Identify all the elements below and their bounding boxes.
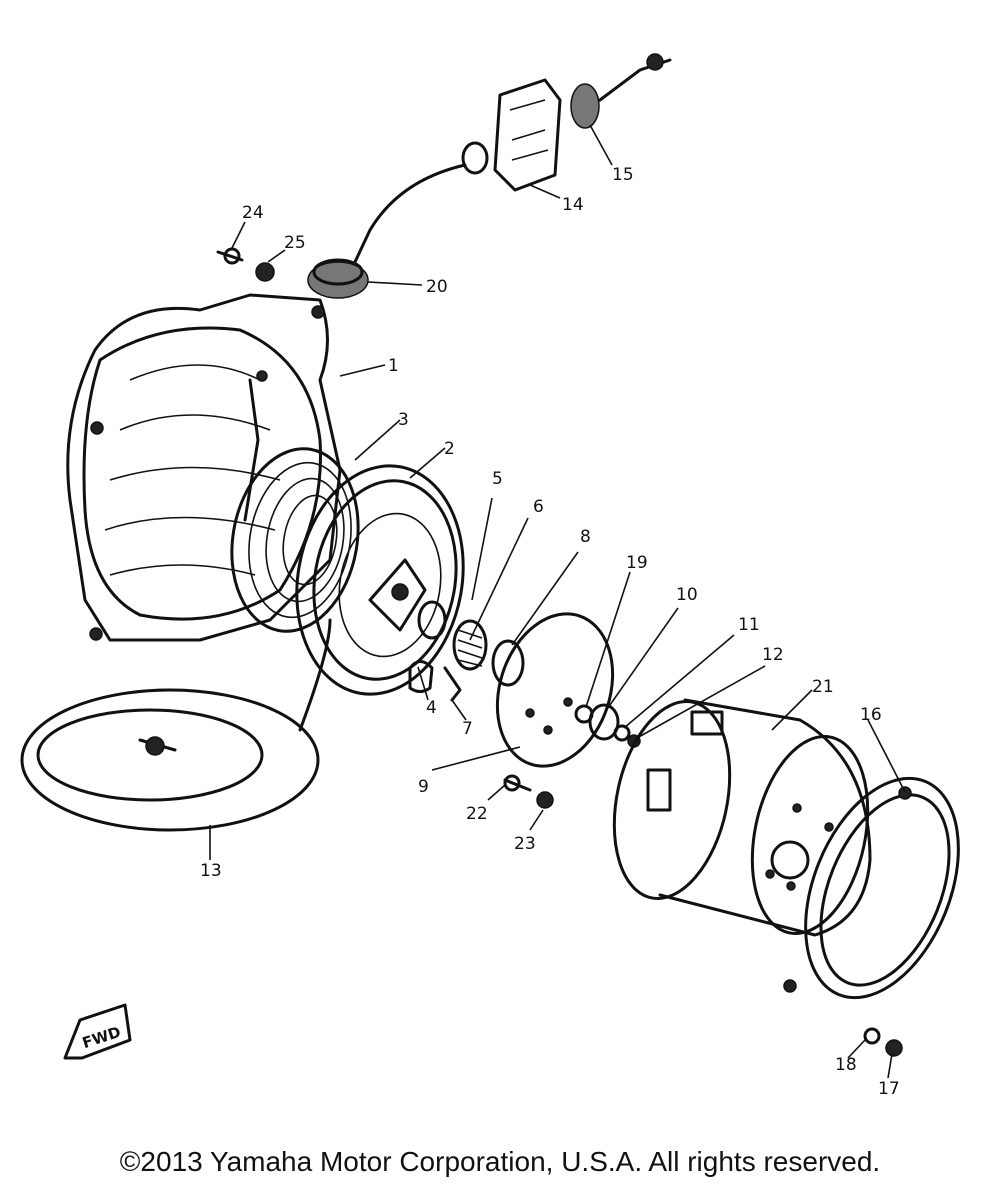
callout-16: 16 bbox=[860, 705, 882, 725]
parts-diagram: FWD 1 2 3 4 5 6 7 8 bbox=[20, 53, 960, 1099]
cable-end-part bbox=[570, 53, 672, 129]
callout-9: 9 bbox=[418, 777, 429, 797]
washer-nut-17-18 bbox=[863, 1027, 903, 1057]
callout-7: 7 bbox=[462, 719, 473, 739]
callout-1: 1 bbox=[388, 356, 399, 376]
callout-15: 15 bbox=[612, 165, 634, 185]
bolt-nut-22-23 bbox=[503, 774, 554, 809]
callout-17: 17 bbox=[878, 1079, 900, 1099]
callout-13: 13 bbox=[200, 861, 222, 881]
clip-ring-8-part bbox=[491, 639, 525, 687]
callout-22: 22 bbox=[466, 804, 488, 824]
callout-labels: 1 2 3 4 5 6 7 8 9 10 11 12 13 14 15 16 1… bbox=[200, 165, 900, 1099]
callout-14: 14 bbox=[562, 195, 584, 215]
callout-23: 23 bbox=[514, 834, 536, 854]
sheave-drum-part bbox=[295, 464, 465, 696]
callout-19: 19 bbox=[626, 553, 648, 573]
forward-arrow-icon: FWD bbox=[63, 1003, 132, 1060]
callout-6: 6 bbox=[533, 497, 544, 517]
callout-11: 11 bbox=[738, 615, 760, 635]
copyright-notice: ©2013 Yamaha Motor Corporation, U.S.A. A… bbox=[119, 1146, 881, 1177]
callout-10: 10 bbox=[676, 585, 698, 605]
spring-6-part bbox=[452, 619, 488, 671]
handle-block-part bbox=[461, 78, 562, 192]
pawl-parts bbox=[408, 660, 462, 702]
callout-25: 25 bbox=[284, 233, 306, 253]
callout-2: 2 bbox=[444, 439, 455, 459]
outer-cup-21-part bbox=[612, 698, 872, 937]
leader-lines bbox=[209, 124, 906, 1079]
bolt-washer-24-25 bbox=[216, 247, 275, 282]
fwd-label: FWD bbox=[80, 1023, 123, 1052]
callout-5: 5 bbox=[492, 469, 503, 489]
callout-20: 20 bbox=[426, 277, 448, 297]
ring-plate-16-part bbox=[783, 776, 960, 1000]
callout-8: 8 bbox=[580, 527, 591, 547]
rope-coil-13-part bbox=[20, 618, 332, 832]
washer-5-part bbox=[417, 600, 447, 640]
recoil-spring-part bbox=[230, 447, 360, 633]
starter-rope-upper bbox=[353, 163, 467, 264]
small-hardware-parts bbox=[574, 703, 641, 748]
callout-12: 12 bbox=[762, 645, 784, 665]
callout-18: 18 bbox=[835, 1055, 857, 1075]
friction-plate-9-part bbox=[495, 612, 615, 768]
rope-guide-part bbox=[307, 258, 369, 299]
callout-3: 3 bbox=[398, 410, 409, 430]
starter-housing-part bbox=[66, 293, 342, 642]
callout-24: 24 bbox=[242, 203, 264, 223]
callout-4: 4 bbox=[426, 698, 437, 718]
callout-21: 21 bbox=[812, 677, 834, 697]
